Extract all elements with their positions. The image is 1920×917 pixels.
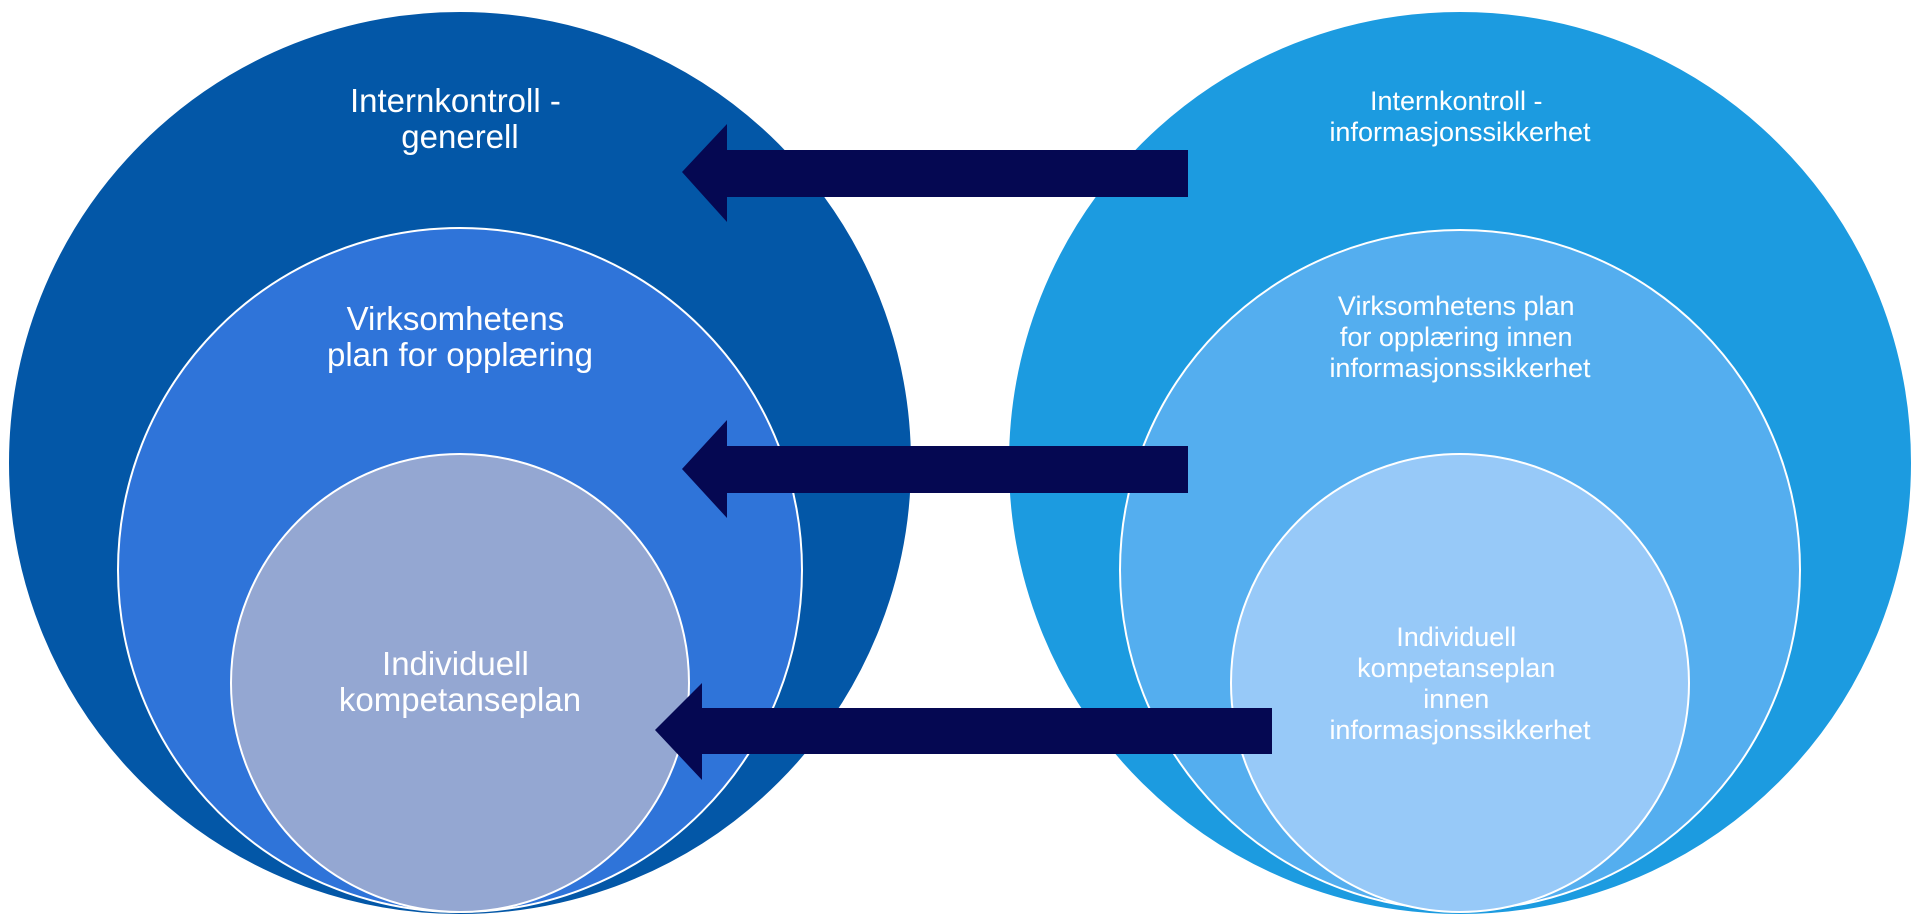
right-inner-label-line-1: Individuell	[1396, 622, 1516, 652]
arrow-outer-to-outer	[682, 124, 1188, 222]
right-outer-label-line-1: Internkontroll -	[1370, 86, 1543, 116]
left-inner-circle	[230, 453, 690, 913]
right-circle-group	[1007, 10, 1913, 916]
left-outer-label-line-2: generell	[401, 118, 518, 155]
arrow-inner-to-inner	[655, 683, 1272, 780]
arrow-middle-to-middle	[682, 420, 1188, 518]
right-middle-label-line-2: for opplæring innen	[1340, 322, 1573, 352]
left-middle-label-line-2: plan for opplæring	[327, 336, 593, 373]
left-circle-group	[7, 10, 913, 916]
right-inner-label-line-4: informasjonssikkerhet	[1329, 715, 1591, 745]
left-outer-label: Internkontroll - generell	[350, 82, 570, 155]
left-outer-label-line-1: Internkontroll -	[350, 82, 561, 119]
right-middle-label-line-3: informasjonssikkerhet	[1329, 353, 1591, 383]
left-middle-label: Virksomhetens plan for opplæring	[327, 300, 593, 373]
left-inner-label-line-2: kompetanseplan	[339, 681, 581, 718]
arrows	[655, 124, 1272, 780]
right-inner-label: Individuell kompetanseplan innen informa…	[1329, 622, 1591, 745]
right-outer-label-line-2: informasjonssikkerhet	[1329, 117, 1591, 147]
right-middle-label: Virksomhetens plan for opplæring innen i…	[1329, 291, 1591, 383]
right-middle-label-line-1: Virksomhetens plan	[1338, 291, 1575, 321]
left-middle-label-line-1: Virksomhetens	[347, 300, 565, 337]
right-inner-label-line-3: innen	[1423, 684, 1489, 714]
right-outer-label: Internkontroll - informasjonssikkerhet	[1329, 86, 1591, 147]
left-inner-label: Individuell kompetanseplan	[339, 645, 581, 718]
left-inner-label-line-1: Individuell	[382, 645, 529, 682]
right-inner-circle	[1230, 453, 1690, 913]
right-inner-label-line-2: kompetanseplan	[1357, 653, 1555, 683]
